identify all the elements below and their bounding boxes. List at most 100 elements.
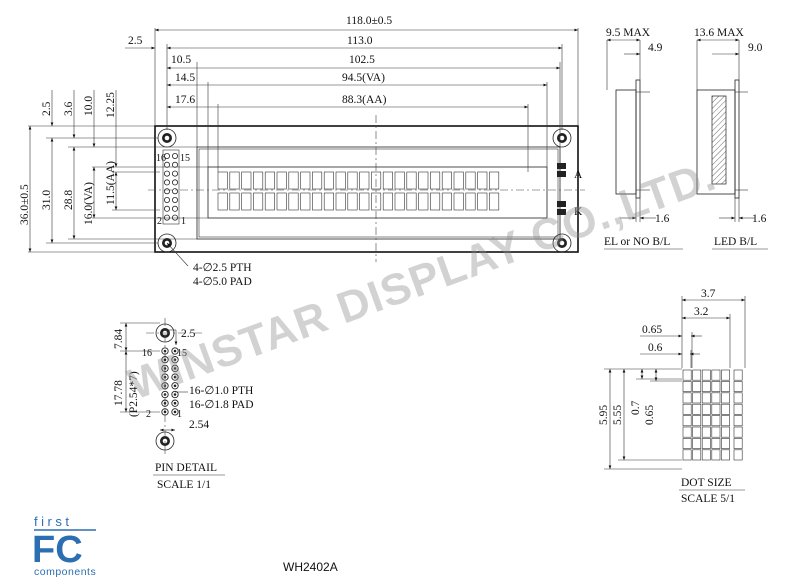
dot (692, 426, 702, 438)
dot (711, 415, 721, 427)
ds-caption: DOT SIZE (681, 477, 732, 489)
dot (682, 449, 692, 461)
dot (733, 438, 743, 449)
pin-detail-hole (173, 401, 177, 405)
dot (733, 381, 743, 392)
character-cell (300, 171, 311, 190)
dot (721, 438, 730, 449)
pd-height-1: 7.84 (113, 329, 125, 349)
pin15-label: 15 (180, 153, 190, 164)
hole-note: 4-∅2.5 PTH 4-∅5.0 PAD (166, 242, 252, 288)
pin-pad (171, 196, 178, 203)
ds-scale: SCALE 5/1 (681, 493, 735, 505)
el-depth: 9.5 MAX (606, 27, 651, 39)
dim-v-off-4: 12.25 (105, 92, 117, 118)
dim-v-off-1: 2.5 (41, 101, 53, 116)
ds-char-height: 5.95 (598, 405, 610, 425)
character-cell (229, 192, 240, 211)
bezel-inner (198, 148, 559, 238)
character-cell (430, 171, 441, 190)
dot (692, 403, 702, 415)
character-cell (477, 192, 488, 211)
character-cell (253, 171, 264, 190)
character-cell (347, 192, 358, 211)
pd-caption: PIN DETAIL (155, 462, 217, 474)
pd-label15: 15 (177, 348, 187, 359)
dot (682, 415, 692, 427)
pin-detail: 7.84 17.78 (P2.54*7) 2.5 16 15 2 1 16-∅1… (113, 318, 254, 491)
anode-label: A (574, 169, 583, 181)
dim-v-off-2: 3.6 (63, 101, 75, 116)
character-cell (335, 192, 346, 211)
pin-pad (171, 170, 178, 177)
dot (711, 369, 721, 381)
pin1-label: 1 (181, 216, 186, 227)
pd-height-3: (P2.54*7) (128, 371, 140, 417)
pin-header (162, 149, 180, 225)
dot (701, 381, 711, 392)
led-pin: 1.6 (752, 213, 767, 225)
character-cell (276, 192, 287, 211)
character-cell (253, 192, 264, 211)
character-cell (453, 171, 464, 190)
ds-dot-area-height: 5.55 (612, 405, 624, 425)
pin-pad (163, 196, 170, 203)
dot (682, 381, 692, 392)
dot (701, 415, 711, 427)
pin-pad (163, 152, 170, 159)
hole-note-pad: 4-∅5.0 PAD (193, 276, 252, 288)
dot (682, 403, 692, 415)
pin-detail-pad (171, 390, 179, 399)
dot (733, 392, 743, 404)
pin-pad (171, 161, 178, 168)
dim-overall-width: 118.0±0.5 (346, 15, 392, 27)
dot (721, 415, 730, 427)
dot (692, 438, 702, 449)
dot (733, 369, 743, 381)
dot (701, 438, 711, 449)
pin-detail-hole (163, 358, 167, 362)
pin-detail-pad (171, 356, 179, 364)
dot (682, 438, 692, 449)
character-cell (288, 171, 299, 190)
lcd-top-view: 16 15 2 1 A K (148, 115, 585, 262)
pin-detail-pad (171, 373, 179, 381)
pd-note-pth: 16-∅1.0 PTH (189, 385, 253, 397)
dot (721, 403, 730, 415)
dim-hole-vpitch: 31.0 (41, 190, 53, 210)
dot (733, 403, 743, 415)
side-view-led: 13.6 MAX 9.0 1.6 LED B/L (694, 27, 768, 250)
dim-active-area-width: 88.3(AA) (342, 94, 387, 106)
pin-detail-hole (173, 393, 177, 396)
pin16-label: 16 (156, 153, 166, 164)
pin-pad (163, 179, 170, 186)
character-grid (217, 171, 500, 211)
pin-pad (163, 188, 170, 195)
vertical-dimensions: 36.0±0.5 31.0 28.8 16.0(VA) 11.5(AA) 2.5… (19, 90, 208, 253)
dot (721, 426, 730, 438)
character-cell (359, 192, 370, 211)
dot (711, 381, 721, 392)
dot (733, 415, 743, 427)
el-caption: EL or NO B/L (604, 236, 670, 248)
pin-detail-hole (173, 375, 177, 379)
pd-label16: 16 (142, 348, 152, 359)
dim-bezel-width: 102.5 (349, 54, 375, 66)
pd-note-pad: 16-∅1.8 PAD (189, 399, 254, 411)
character-cell (264, 171, 275, 190)
pin-detail-hole (173, 410, 177, 414)
model-number: WH2402A (283, 560, 338, 574)
dim-hole-pitch: 113.0 (347, 35, 373, 47)
ds-char-width: 3.7 (701, 288, 716, 300)
dot (692, 392, 702, 404)
character-cell (264, 192, 275, 211)
character-cell (323, 171, 334, 190)
dot (711, 438, 721, 449)
dim-overall-height: 36.0±0.5 (19, 184, 31, 225)
dot (711, 449, 721, 461)
ds-dot-h: 0.65 (644, 405, 656, 425)
view-area (207, 166, 548, 219)
character-cell (465, 192, 476, 211)
ds-dot-area-width: 3.2 (694, 306, 709, 318)
